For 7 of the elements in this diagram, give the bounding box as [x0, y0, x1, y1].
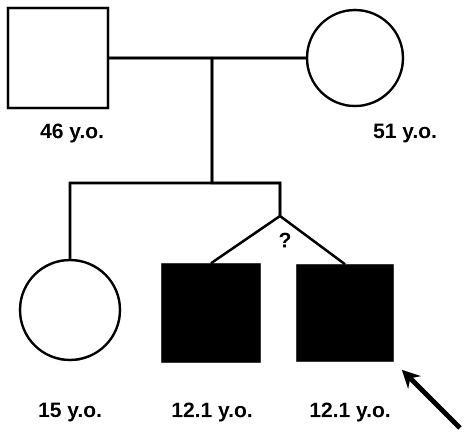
age-label: 46 y.o. [40, 123, 102, 142]
age-label: 12.1 y.o. [172, 402, 252, 422]
age-label: 12.1 y.o. [310, 402, 390, 422]
descent-line [210, 56, 346, 266]
age-label: 15 y.o. [39, 402, 100, 422]
age-label: 51 y.o. [374, 124, 436, 142]
question-mark: ? [280, 232, 290, 248]
